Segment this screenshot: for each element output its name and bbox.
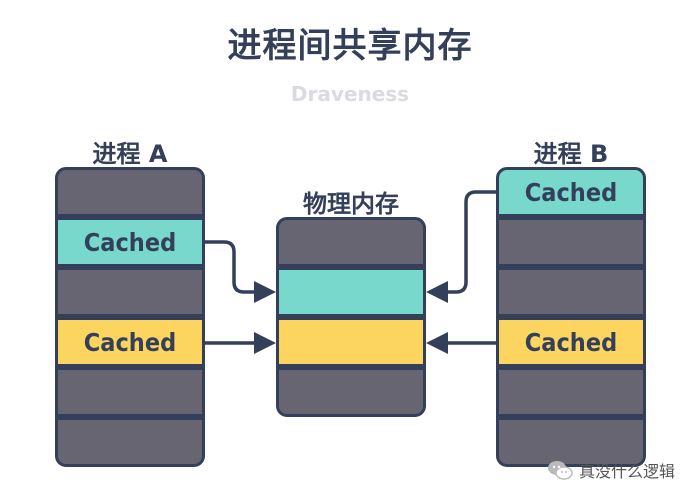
arrow-a-yellow-head-icon [254,332,276,354]
process-a-page-empty [58,420,202,464]
physical-memory-label: 物理内存 [303,190,399,218]
arrow-a-teal-line [205,240,258,294]
process-b-page-empty [499,270,643,314]
arrow-b-teal-head-icon [426,281,448,303]
process-b-page-empty [499,220,643,264]
process-b-label: 进程 B [533,140,609,168]
watermark-text: 真没什么逻辑 [579,462,676,481]
process-a-page-empty [58,370,202,414]
arrow-b-teal-line [442,190,496,294]
watermark: 真没什么逻辑 [547,458,675,482]
process-b-page-empty [499,420,643,464]
physical-page-teal [279,270,423,314]
process-b-page-empty [499,370,643,414]
arrow-b-yellow-head-icon [426,332,448,354]
process-a-page-empty [58,270,202,314]
process-a-memory: Cached Cached [55,167,205,467]
physical-memory [276,217,426,417]
process-b-page-cached-yellow: Cached [499,320,643,364]
process-b-memory: Cached Cached [496,167,646,467]
wechat-icon [547,460,573,480]
physical-page-empty [279,370,423,414]
process-a-page-cached-teal: Cached [58,220,202,264]
author-subtitle: Draveness [290,82,410,106]
physical-page-empty [279,220,423,264]
physical-page-yellow [279,320,423,364]
process-a-page-empty [58,170,202,214]
process-b-page-cached-teal: Cached [499,170,643,214]
process-a-label: 进程 A [92,140,168,168]
process-a-page-cached-yellow: Cached [58,320,202,364]
diagram-title: 进程间共享内存 [227,26,473,66]
arrow-a-teal-head-icon [254,281,276,303]
